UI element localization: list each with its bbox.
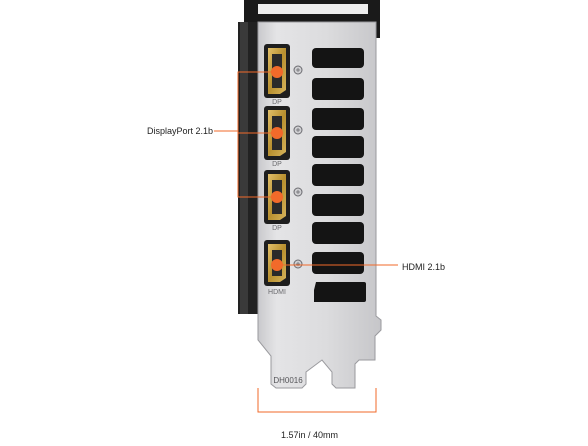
displayport-port-3 xyxy=(264,170,290,224)
displayport-port-2 xyxy=(264,106,290,160)
stamp-hdmi: HDMI xyxy=(268,289,286,296)
card-body xyxy=(238,0,380,314)
width-label: 1.57in / 40mm xyxy=(281,430,339,440)
stamp-dp-2: DP xyxy=(272,161,282,168)
stamp-dp-3: DP xyxy=(272,225,282,232)
displayport-label: DisplayPort 2.1b xyxy=(147,126,214,136)
displayport-callout xyxy=(214,71,272,198)
displayport-port-1 xyxy=(264,44,290,98)
stamp-dp-1: DP xyxy=(272,99,282,106)
hdmi-label: HDMI 2.1b xyxy=(402,262,446,272)
vent-slots xyxy=(312,48,364,274)
hdmi-port xyxy=(264,240,290,286)
vent-slot-lower xyxy=(314,282,366,302)
width-dimension xyxy=(257,388,377,413)
bracket-engraving: DH0016 xyxy=(273,376,303,385)
